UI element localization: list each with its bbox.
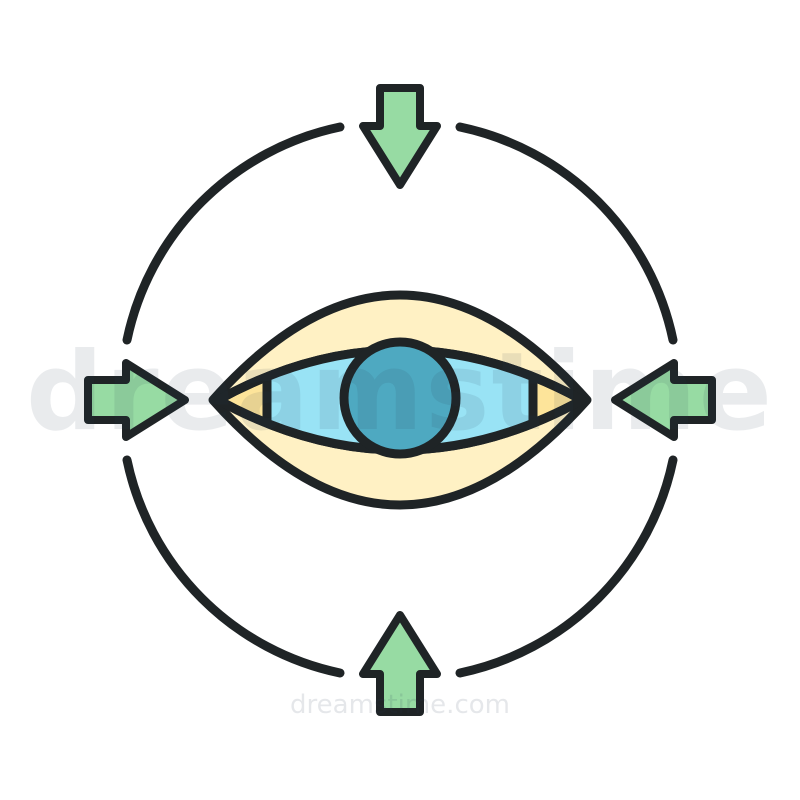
pupil [339,337,461,459]
circle-arc-bottom-left [122,455,345,678]
arrow-left-icon [611,359,716,441]
circle-arc-top-right [455,122,678,345]
arrow-right-icon [84,359,189,441]
arrow-up-icon [359,611,441,716]
circle-arc-bottom-right [455,455,678,678]
arrow-down-icon [359,84,441,189]
circle-arc-top-left [122,122,345,345]
